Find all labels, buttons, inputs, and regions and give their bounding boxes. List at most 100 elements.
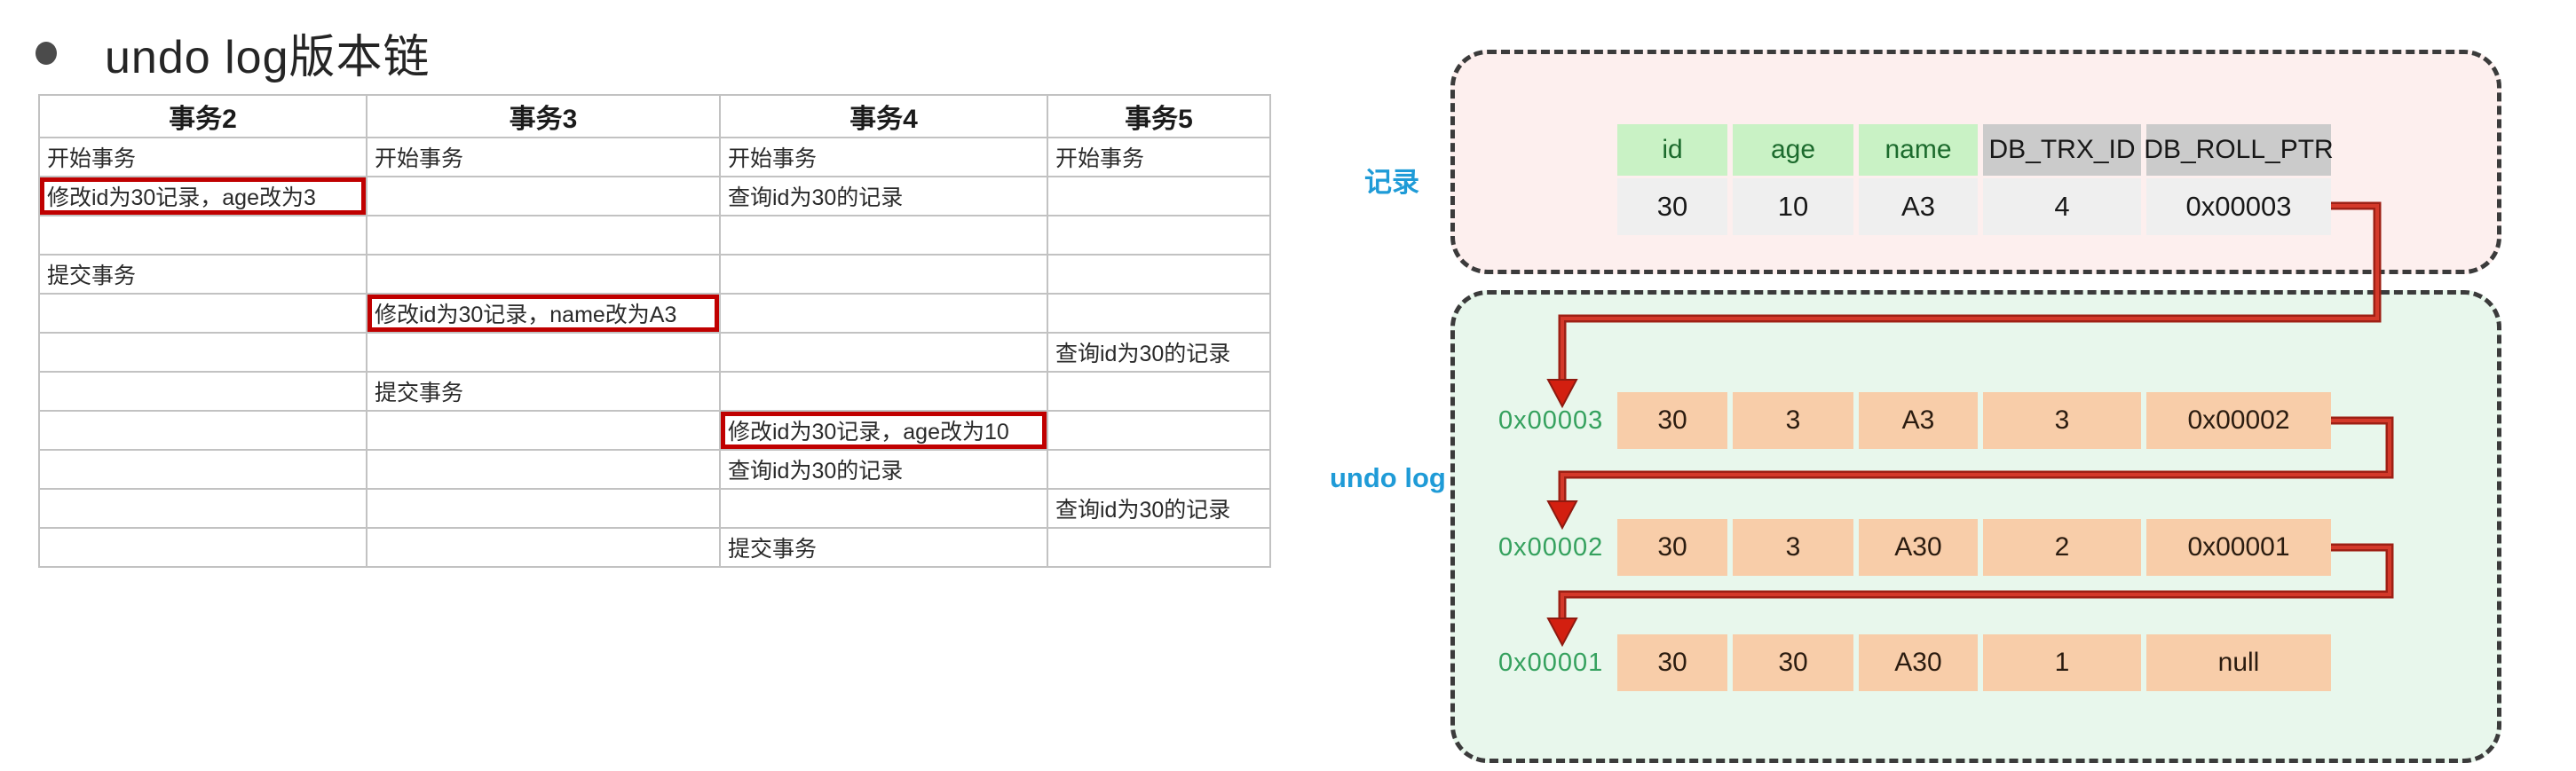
record-value-cell: 10: [1733, 178, 1853, 235]
tx-cell: [38, 410, 367, 451]
tx-cell: [719, 371, 1048, 412]
tx-cell: [719, 488, 1048, 529]
undo-value-cell: 30: [1617, 519, 1727, 576]
tx-cell: [38, 293, 367, 334]
undo-value-cell: 3: [1733, 519, 1853, 576]
tx-cell: [719, 215, 1048, 256]
tx-cell: [1047, 215, 1271, 256]
tx-row: 查询id为30的记录: [38, 488, 1271, 529]
tx-cell: [1047, 176, 1271, 216]
tx-cell: [366, 410, 721, 451]
undo-value-cell: A30: [1859, 634, 1978, 691]
tx-cell: [1047, 371, 1271, 412]
tx-cell: 开始事务: [719, 137, 1048, 177]
title-text: undo log版本链: [105, 32, 431, 83]
tx-row: 提交事务: [38, 527, 1271, 568]
tx-row: 修改id为30记录，age改为3 查询id为30的记录: [38, 176, 1271, 216]
undo-value-cell: 30: [1617, 392, 1727, 449]
record-column-header: id: [1617, 124, 1727, 176]
record-value-cell: 0x00003: [2146, 178, 2331, 235]
tx-cell: [366, 176, 721, 216]
record-column-header: DB_ROLL_PTR: [2144, 124, 2334, 176]
tx-cell: 提交事务: [719, 527, 1048, 568]
tx-cell: 开始事务: [366, 137, 721, 177]
record-column-header: age: [1733, 124, 1853, 176]
undo-value-cell: 0x00002: [2146, 392, 2331, 449]
tx-row: 开始事务开始事务开始事务开始事务: [38, 137, 1271, 177]
record-value-cell: 30: [1617, 178, 1727, 235]
undo-row-address: 0x00001: [1498, 648, 1604, 677]
undo-value-cell: 30: [1617, 634, 1727, 691]
tx-cell: [38, 215, 367, 256]
tx-row: 修改id为30记录，age改为10: [38, 410, 1271, 451]
tx-cell: [719, 332, 1048, 373]
tx-row: 查询id为30的记录: [38, 332, 1271, 373]
tx-row: 查询id为30的记录: [38, 449, 1271, 490]
record-value-cell: 4: [1983, 178, 2141, 235]
tx-cell: 查询id为30的记录: [1047, 488, 1271, 529]
undo-value-cell: 1: [1983, 634, 2141, 691]
tx-row: 提交事务: [38, 254, 1271, 295]
tx-cell: 提交事务: [38, 254, 367, 295]
tx-cell: 查询id为30的记录: [719, 176, 1048, 216]
tx-cell: [366, 254, 721, 295]
tx-cell: 开始事务: [38, 137, 367, 177]
undo-value-cell: A30: [1859, 519, 1978, 576]
tx-cell-highlighted: 修改id为30记录，age改为10: [719, 410, 1048, 451]
tx-cell: [719, 254, 1048, 295]
tx-cell: [366, 215, 721, 256]
tx-cell: [1047, 449, 1271, 490]
tx-cell: [1047, 410, 1271, 451]
undo-row-address: 0x00003: [1498, 405, 1604, 435]
tx-cell: 查询id为30的记录: [1047, 332, 1271, 373]
tx-cell: [1047, 254, 1271, 295]
record-column-header: name: [1859, 124, 1978, 176]
record-column-header: DB_TRX_ID: [1983, 124, 2141, 176]
record-value-cell: A3: [1859, 178, 1978, 235]
tx-cell: [1047, 293, 1271, 334]
tx-row: 修改id为30记录，name改为A3: [38, 293, 1271, 334]
tx-cell-highlighted: 修改id为30记录，age改为3: [38, 176, 367, 216]
tx-column-header: 事务5: [1047, 94, 1271, 138]
tx-cell: [38, 449, 367, 490]
tx-row: 提交事务: [38, 371, 1271, 412]
undo-value-cell: 3: [1983, 392, 2141, 449]
tx-cell: [38, 371, 367, 412]
record-label: 记录: [1364, 167, 1419, 198]
undo-value-cell: 30: [1733, 634, 1853, 691]
tx-column-header: 事务4: [719, 94, 1048, 138]
undo-row-address: 0x00002: [1498, 532, 1604, 562]
tx-cell-highlighted: 修改id为30记录，name改为A3: [366, 293, 721, 334]
tx-column-header: 事务3: [366, 94, 721, 138]
tx-cell: [1047, 527, 1271, 568]
tx-cell: [366, 527, 721, 568]
page-title: undo log版本链: [36, 20, 431, 86]
undo-log-label: undo log: [1330, 462, 1446, 493]
tx-row: [38, 215, 1271, 256]
tx-cell: 开始事务: [1047, 137, 1271, 177]
undo-value-cell: null: [2146, 634, 2331, 691]
tx-cell: 查询id为30的记录: [719, 449, 1048, 490]
undo-value-cell: A3: [1859, 392, 1978, 449]
tx-cell: [38, 488, 367, 529]
undo-value-cell: 0x00001: [2146, 519, 2331, 576]
undo-value-cell: 3: [1733, 392, 1853, 449]
tx-cell: [366, 488, 721, 529]
tx-column-header: 事务2: [38, 94, 367, 138]
tx-cell: 提交事务: [366, 371, 721, 412]
undo-value-cell: 2: [1983, 519, 2141, 576]
tx-cell: [38, 527, 367, 568]
tx-cell: [719, 293, 1048, 334]
tx-cell: [366, 449, 721, 490]
